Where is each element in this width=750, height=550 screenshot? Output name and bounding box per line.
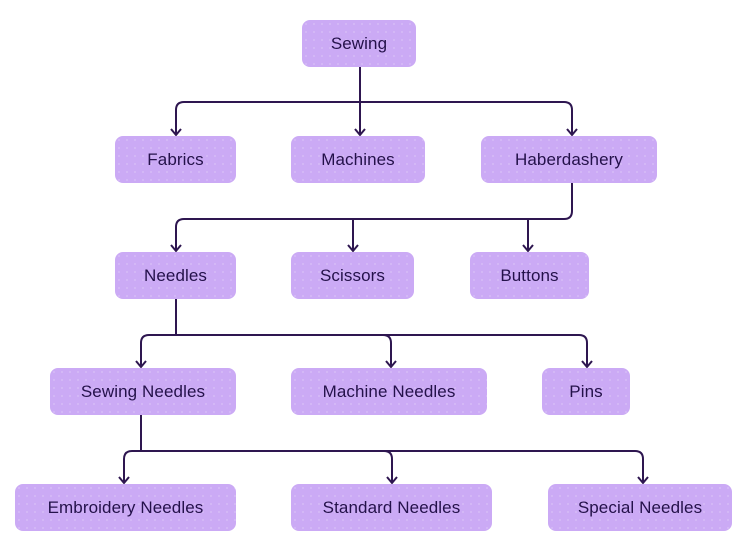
node-machines[interactable]: Machines — [291, 136, 425, 183]
node-scissors[interactable]: Scissors — [291, 252, 414, 299]
node-needles[interactable]: Needles — [115, 252, 236, 299]
node-special-needles[interactable]: Special Needles — [548, 484, 732, 531]
node-standard-needles[interactable]: Standard Needles — [291, 484, 492, 531]
edge-sewing-needles-to-standard-needles — [140, 415, 393, 483]
arrowhead-icon — [522, 244, 534, 253]
edge-sewing-needles-to-embroidery-needles — [123, 415, 142, 483]
node-embroidery-needles[interactable]: Embroidery Needles — [15, 484, 236, 531]
arrowhead-icon — [566, 128, 578, 137]
edge-haberdashery-to-needles — [175, 183, 573, 251]
edge-needles-to-machine-needles — [175, 299, 392, 367]
edge-needles-to-pins — [175, 299, 588, 367]
arrowhead-icon — [170, 244, 182, 253]
edge-sewing-to-fabrics — [175, 67, 361, 135]
node-buttons[interactable]: Buttons — [470, 252, 589, 299]
node-fabrics[interactable]: Fabrics — [115, 136, 236, 183]
arrowhead-icon — [135, 360, 147, 369]
edge-sewing-to-haberdashery — [359, 67, 573, 135]
arrowhead-icon — [354, 128, 366, 137]
edge-needles-to-sewing-needles — [140, 299, 177, 367]
arrowhead-icon — [386, 476, 398, 485]
node-machine-needles[interactable]: Machine Needles — [291, 368, 487, 415]
arrowhead-icon — [118, 476, 130, 485]
arrowhead-icon — [637, 476, 649, 485]
arrowhead-icon — [347, 244, 359, 253]
node-sewing-needles[interactable]: Sewing Needles — [50, 368, 236, 415]
node-haberdashery[interactable]: Haberdashery — [481, 136, 657, 183]
arrowhead-icon — [581, 360, 593, 369]
node-sewing[interactable]: Sewing — [302, 20, 416, 67]
arrowhead-icon — [385, 360, 397, 369]
edge-sewing-needles-to-special-needles — [140, 415, 644, 483]
node-pins[interactable]: Pins — [542, 368, 630, 415]
arrowhead-icon — [170, 128, 182, 137]
